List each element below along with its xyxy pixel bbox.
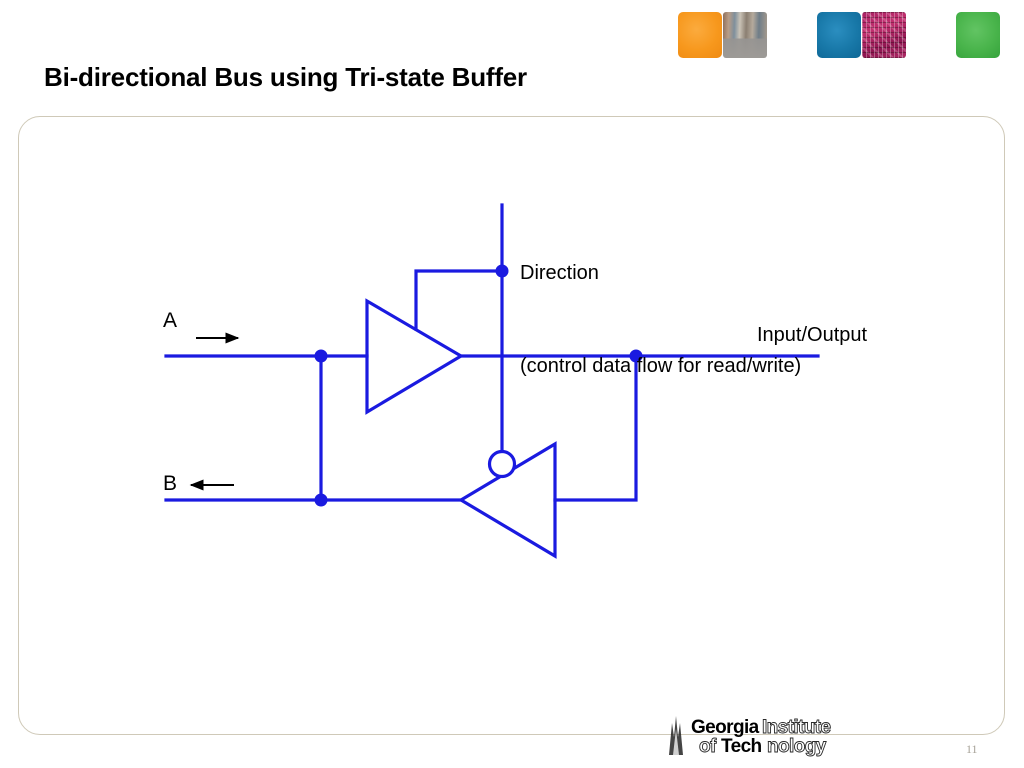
input-output-label: Input/Output	[757, 324, 868, 346]
signal-label-a: A	[163, 309, 178, 332]
logo-tech-text: Tech	[721, 736, 762, 757]
decorative-tile-strip	[678, 12, 1008, 58]
deco-group-blue	[817, 12, 906, 58]
circuit-photo-tile	[862, 12, 906, 58]
blue-tile	[817, 12, 861, 58]
logo-of-text: of	[699, 736, 717, 757]
direction-label-block: Direction (control data flow for read/wr…	[520, 196, 801, 413]
deco-group-orange	[678, 12, 767, 58]
direction-label-line2: (control data flow for read/write)	[520, 355, 802, 377]
page-title: Bi-directional Bus using Tri-state Buffe…	[44, 62, 527, 92]
orange-tile	[678, 12, 722, 58]
logo-nology-text: nology	[767, 736, 827, 757]
georgia-tech-logo: Georgia Institute of Tech nology	[669, 716, 832, 757]
deco-group-green	[956, 12, 1000, 58]
green-tile	[956, 12, 1000, 58]
logo-georgia-text: Georgia	[691, 717, 760, 738]
campus-photo-tile	[723, 12, 767, 58]
content-frame-border	[18, 116, 1005, 735]
logo-institute-text: Institute	[762, 717, 831, 738]
page-number: 11	[966, 742, 978, 756]
direction-label-line1: Direction	[520, 262, 599, 284]
signal-label-b: B	[163, 472, 178, 495]
